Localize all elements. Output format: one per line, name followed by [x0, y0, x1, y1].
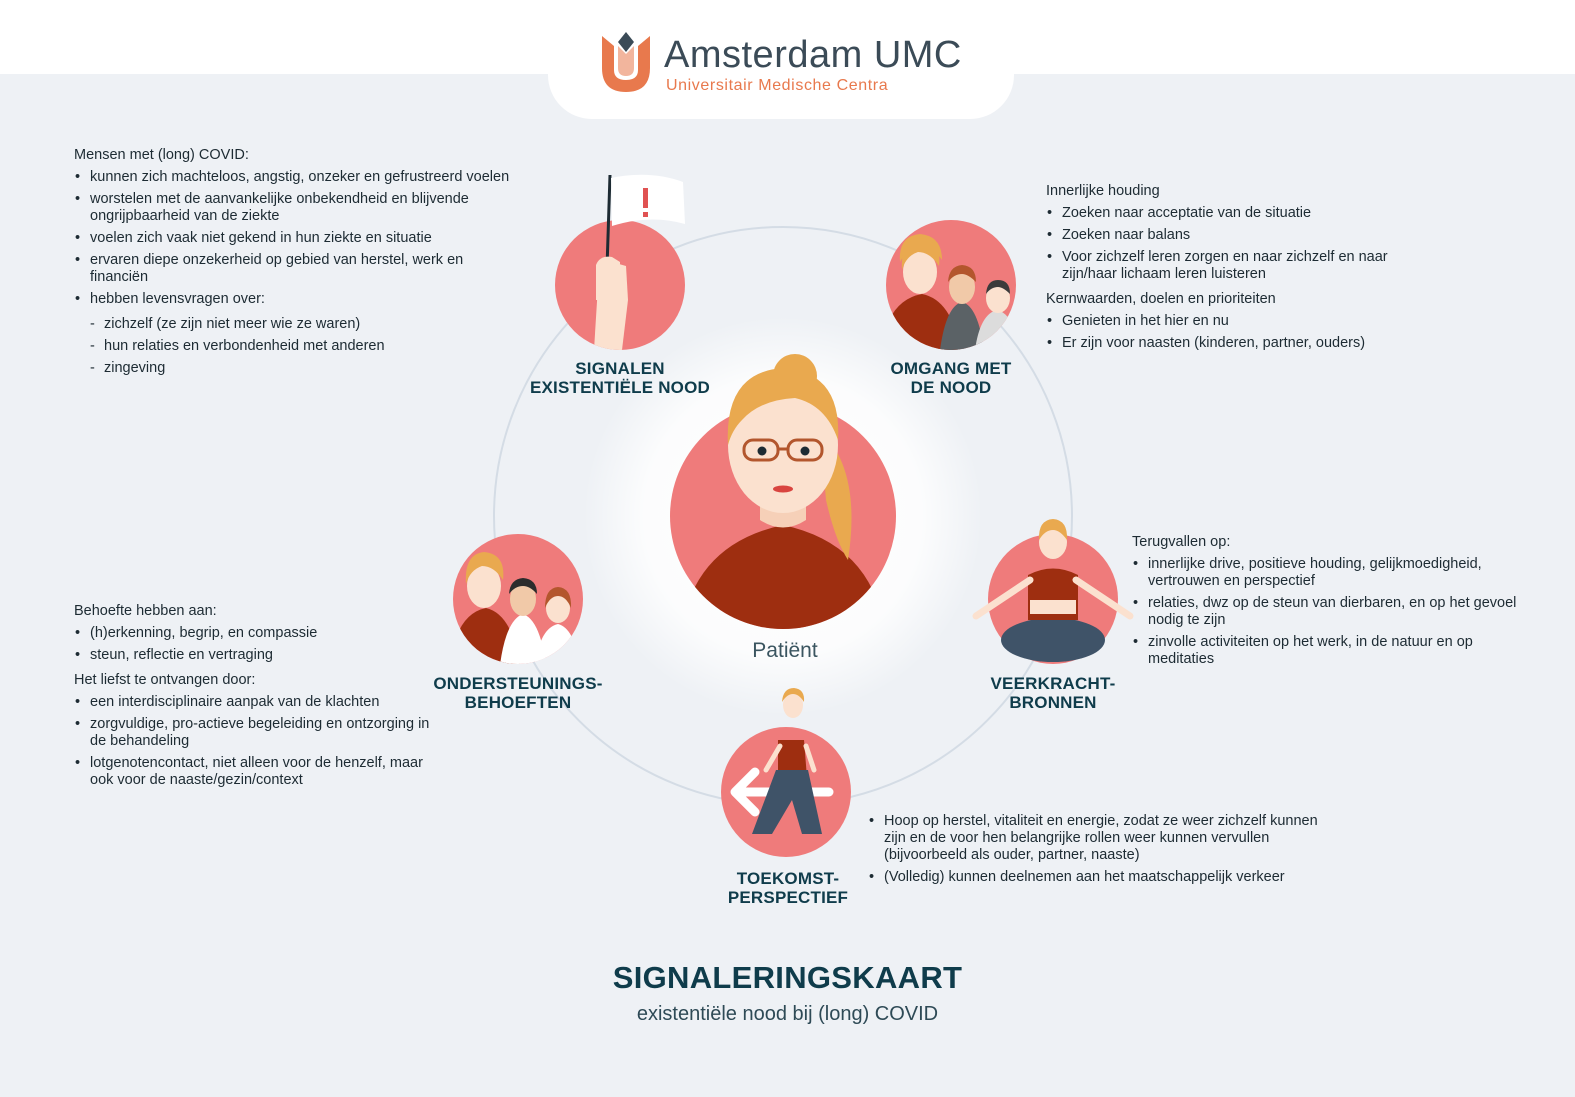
brand-name: Amsterdam UMC: [664, 34, 962, 76]
coping-title: OMGANG MET DE NOOD: [890, 359, 1012, 397]
list-item: Voor zichzelf leren zorgen en naar zichz…: [1046, 249, 1406, 283]
resilience-text: Terugvallen op: innerlijke drive, positi…: [1132, 534, 1527, 676]
signals-sublist: zichzelf (ze zijn niet meer wie ze waren…: [74, 316, 514, 377]
list-item: worstelen met de aanvankelijke onbekendh…: [74, 191, 514, 225]
list-item: voelen zich vaak niet gekend in hun ziek…: [74, 230, 514, 247]
support-list-needs: (h)erkenning, begrip, en compassie steun…: [74, 625, 430, 664]
hand-flag-icon: [555, 174, 685, 350]
coping-text: Innerlijke houding Zoeken naar acceptati…: [1046, 183, 1406, 360]
coping-heading-attitude: Innerlijke houding: [1046, 183, 1160, 199]
signals-text: Mensen met (long) COVID: kunnen zich mac…: [74, 147, 514, 385]
list-item: zinvolle activiteiten op het werk, in de…: [1132, 634, 1527, 668]
signals-list: kunnen zich machteloos, angstig, onzeker…: [74, 169, 514, 308]
list-item: Zoeken naar acceptatie van de situatie: [1046, 205, 1406, 222]
list-subitem: zichzelf (ze zijn niet meer wie ze waren…: [74, 316, 514, 333]
future-text: Hoop op herstel, vitaliteit en energie, …: [868, 813, 1338, 894]
resilience-list: innerlijke drive, positieve houding, gel…: [1132, 556, 1527, 668]
support-title: ONDERSTEUNINGS- BEHOEFTEN: [433, 674, 603, 712]
walking-woman-arrow-icon: [721, 688, 851, 857]
list-item: Hoop op herstel, vitaliteit en energie, …: [868, 813, 1338, 864]
list-item: steun, reflectie en vertraging: [74, 647, 430, 664]
signals-heading: Mensen met (long) COVID:: [74, 147, 249, 163]
page-subtitle: existentiële nood bij (long) COVID: [636, 1003, 939, 1025]
list-item: relaties, dwz op de steun van dierbaren,…: [1132, 595, 1527, 629]
resilience-heading: Terugvallen op:: [1132, 534, 1231, 550]
coping-list-values: Genieten in het hier en nu Er zijn voor …: [1046, 313, 1406, 352]
page-title: SIGNALERINGSKAART: [612, 960, 963, 995]
coping-heading-values: Kernwaarden, doelen en prioriteiten: [1046, 291, 1276, 307]
family-icon: [886, 220, 1016, 350]
list-item: kunnen zich machteloos, angstig, onzeker…: [74, 169, 514, 186]
care-team-icon: [453, 534, 583, 664]
coping-list-attitude: Zoeken naar acceptatie van de situatie Z…: [1046, 205, 1406, 283]
list-item: (h)erkenning, begrip, en compassie: [74, 625, 430, 642]
list-item: lotgenotencontact, niet alleen voor de h…: [74, 755, 430, 789]
support-heading-needs: Behoefte hebben aan:: [74, 603, 217, 619]
list-item: Zoeken naar balans: [1046, 227, 1406, 244]
support-heading-receive: Het liefst te ontvangen door:: [74, 672, 256, 688]
list-item: een interdisciplinaire aanpak van de kla…: [74, 694, 430, 711]
future-list: Hoop op herstel, vitaliteit en energie, …: [868, 813, 1338, 886]
future-title: TOEKOMST- PERSPECTIEF: [727, 869, 849, 907]
list-subitem: hun relaties en verbondenheid met andere…: [74, 338, 514, 355]
patient-illustration: [670, 354, 896, 629]
meditation-icon: [972, 519, 1134, 664]
brand-subtitle: Universitair Medische Centra: [666, 77, 889, 94]
patient-label: Patiënt: [752, 639, 818, 662]
list-subitem: zingeving: [74, 360, 514, 377]
support-list-receive: een interdisciplinaire aanpak van de kla…: [74, 694, 430, 789]
list-item: hebben levensvragen over:: [74, 291, 514, 308]
resilience-title: VEERKRACHT- BRONNEN: [990, 674, 1116, 712]
signals-title: SIGNALEN EXISTENTIËLE NOOD: [529, 359, 711, 397]
tulip-logo-icon: [602, 32, 650, 92]
list-item: Er zijn voor naasten (kinderen, partner,…: [1046, 335, 1406, 352]
list-item: ervaren diepe onzekerheid op gebied van …: [74, 252, 514, 286]
list-item: zorgvuldige, pro-actieve begeleiding en …: [74, 716, 430, 750]
support-text: Behoefte hebben aan: (h)erkenning, begri…: [74, 603, 430, 797]
list-item: Genieten in het hier en nu: [1046, 313, 1406, 330]
list-item: innerlijke drive, positieve houding, gel…: [1132, 556, 1527, 590]
list-item: (Volledig) kunnen deelnemen aan het maat…: [868, 869, 1338, 886]
